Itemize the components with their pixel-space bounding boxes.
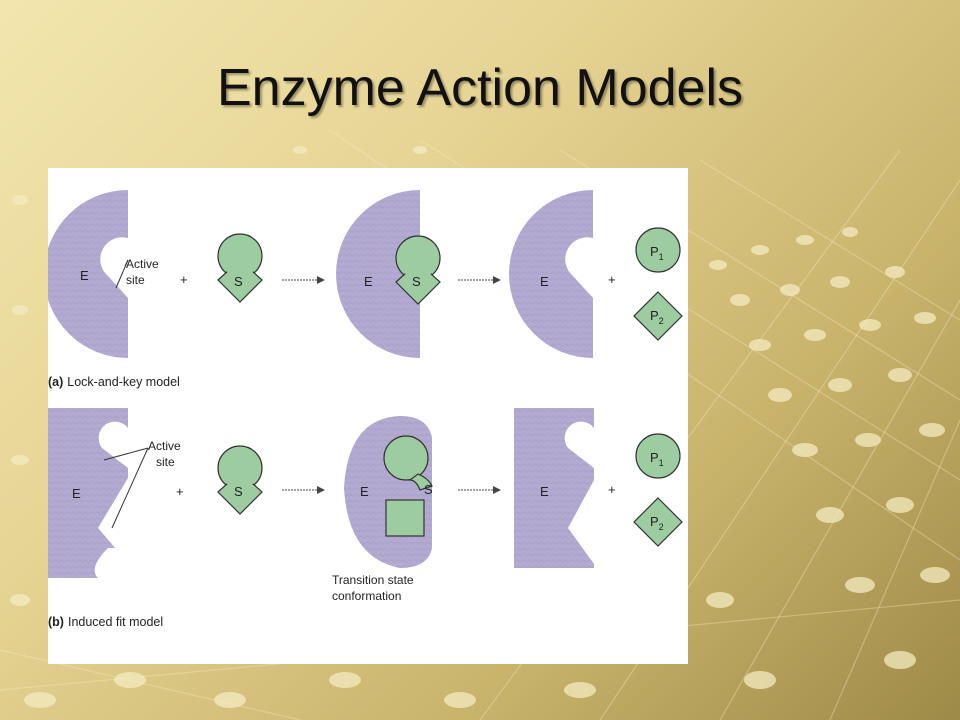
enzyme-label-b2: E xyxy=(360,484,369,499)
enzyme-active-site-notch-b3-bottom xyxy=(568,480,594,564)
transition-state-label-line1: Transition state xyxy=(332,573,414,587)
substrate-label-a: S xyxy=(234,274,243,289)
panel-a-lock-and-key: E Active site + S xyxy=(48,190,683,389)
transition-state-complex-b xyxy=(344,416,433,568)
enzyme-active-site-notch-b1-top xyxy=(98,421,128,468)
active-site-pointer-a xyxy=(115,259,129,289)
caption-a: (a)Lock-and-key model xyxy=(48,375,180,389)
plus-sign-a2: + xyxy=(608,272,616,287)
caption-b: (b)Induced fit model xyxy=(48,615,163,629)
active-site-label-b-line1: Active xyxy=(148,439,181,453)
substrate-label-b: S xyxy=(234,484,243,499)
enzyme-substrate-complex-a xyxy=(336,190,441,358)
product-2-shape-a xyxy=(633,291,683,341)
active-site-label-b-line2: site xyxy=(156,455,175,469)
product-1-shape-a xyxy=(635,227,681,273)
enzyme-active-site-notch-b1-bottom xyxy=(98,478,128,563)
enzyme-active-site-notch-b3-top xyxy=(564,421,594,468)
product-1-label-b: P1 xyxy=(650,450,664,468)
transition-state-label-line2: conformation xyxy=(332,589,401,603)
enzyme-label-b3: E xyxy=(540,484,549,499)
active-site-label-a-line1: Active xyxy=(126,257,159,271)
product-1-label-a: P1 xyxy=(650,244,664,262)
slide-title: Enzyme Action Models xyxy=(216,59,744,117)
substrate-b xyxy=(217,445,263,515)
enzyme-label-a1: E xyxy=(80,268,89,283)
enzyme-active-site-notch-a3 xyxy=(565,237,593,298)
plus-sign-b1: + xyxy=(176,484,184,499)
product-1-shape-b xyxy=(635,433,681,479)
enzyme-label-a2: E xyxy=(364,274,373,289)
product-2-label-b: P2 xyxy=(650,514,664,532)
enzyme-label-a3: E xyxy=(540,274,549,289)
substrate-label-a2: S xyxy=(412,274,421,289)
enzyme-diagram-figure: E Active site + S xyxy=(48,168,688,664)
active-site-label-a-line2: site xyxy=(126,273,145,287)
substrate-label-b2: S xyxy=(424,482,433,497)
product-2-label-a: P2 xyxy=(650,308,664,326)
panel-b-induced-fit: E Active site + S E S xyxy=(48,408,683,629)
substrate-a xyxy=(217,233,263,303)
enzyme-diagram-svg: E Active site + S xyxy=(48,190,683,629)
enzyme-label-b1: E xyxy=(72,486,81,501)
product-2-shape-b xyxy=(633,497,683,547)
enzyme-shape-a3 xyxy=(509,190,593,358)
enzyme-active-site-notch-a1 xyxy=(100,237,128,298)
enzyme-shape-a1 xyxy=(48,190,128,358)
plus-sign-a1: + xyxy=(180,272,188,287)
active-site-pointer-b xyxy=(103,447,149,529)
plus-sign-b2: + xyxy=(608,482,616,497)
